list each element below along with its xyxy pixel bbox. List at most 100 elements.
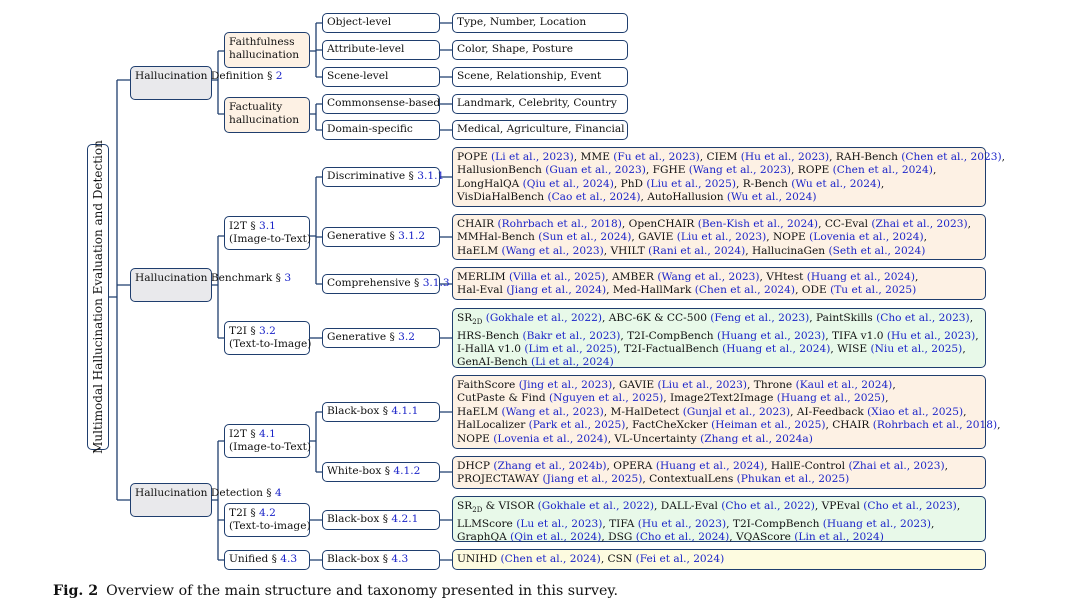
citation-link[interactable]: (Seth et al., 2024) (828, 244, 926, 257)
leaf-line: POPE (Li et al., 2023), MME (Fu et al., … (457, 151, 1005, 164)
citation-link[interactable]: (Huang et al., 2025) (776, 392, 886, 405)
citation-link[interactable]: (Ben-Kish et al., 2024) (697, 218, 819, 230)
citation-link[interactable]: (Zhang et al., 2024b) (493, 460, 607, 472)
citation-link[interactable]: (Fei et al., 2024) (635, 552, 725, 565)
citation-link[interactable]: (Tu et al., 2025) (830, 284, 917, 297)
method-name: GenAI-Bench (457, 356, 531, 369)
citation-link[interactable]: (Huang et al., 2024) (722, 342, 831, 355)
section-ref: 2 (275, 70, 283, 82)
citation-link[interactable]: (Guan et al., 2023) (545, 164, 646, 177)
method-name: , AutoHallusion (640, 191, 727, 204)
citation-link[interactable]: (Gokhale et al., 2022) (537, 500, 654, 512)
node-label: Black-box § (327, 553, 389, 566)
citation-link[interactable]: (Fu et al., 2023) (613, 151, 700, 163)
citation-link[interactable]: (Jiang et al., 2025) (542, 473, 643, 486)
caption-text: Overview of the main structure and taxon… (106, 583, 618, 599)
leaf-scene-level: Scene, Relationship, Event (452, 67, 628, 87)
citation-link[interactable]: (Zhang et al., 2024a) (700, 432, 813, 445)
citation-link[interactable]: (Chen et al., 2023) (901, 151, 1002, 163)
method-name: , OPERA (606, 460, 656, 472)
citation-link[interactable]: (Chen et al., 2024) (500, 552, 601, 565)
leaf-line: HaELM (Wang et al., 2023), VHILT (Rani e… (457, 245, 981, 258)
citation-link[interactable]: (Wang et al., 2023) (657, 271, 760, 283)
citation-link[interactable]: (Wu et al., 2024) (726, 191, 817, 204)
citation-link[interactable]: (Rohrbach et al., 2018) (497, 218, 622, 230)
citation-link[interactable]: (Huang et al., 2023) (822, 517, 932, 530)
leaf-attribute-level: Color, Shape, Posture (452, 40, 628, 60)
section-ref: 3.1 (259, 220, 276, 232)
citation-link[interactable]: (Lim et al., 2025) (524, 342, 618, 355)
node-object-level: Object-level (322, 13, 440, 33)
citation-link[interactable]: (Huang et al., 2023) (716, 329, 826, 342)
citation-link[interactable]: (Heiman et al., 2025) (711, 419, 826, 432)
node-label: Hallucination Benchmark § (135, 272, 281, 284)
citation-link[interactable]: (Kaul et al., 2024) (795, 379, 893, 391)
citation-link[interactable]: (Lovenia et al., 2024) (809, 231, 924, 244)
citation-link[interactable]: (Hu et al., 2023) (740, 151, 830, 163)
citation-link[interactable]: (Lovenia et al., 2024) (493, 432, 608, 445)
citation-link[interactable]: (Wu et al., 2024) (791, 177, 881, 190)
citation-link[interactable]: (Liu et al., 2023) (676, 231, 767, 244)
citation-link[interactable]: (Bakr et al., 2023) (522, 329, 621, 342)
node-label: Comprehensive § (327, 277, 420, 290)
citation-link[interactable]: (Qiu et al., 2024) (522, 177, 614, 190)
method-name: , ODE (795, 284, 831, 297)
node-label: Discriminative § (327, 170, 414, 183)
citation-link[interactable]: (Wang et al., 2023) (501, 405, 604, 418)
citation-link[interactable]: (Li et al., 2023) (491, 151, 574, 163)
citation-link[interactable]: (Liu et al., 2025) (646, 177, 736, 190)
method-name: , FGHE (645, 164, 689, 177)
method-name: , MME (573, 151, 614, 163)
method-name: & VISOR (482, 500, 538, 512)
citation-link[interactable]: (Chen et al., 2024) (694, 284, 796, 297)
citation-link[interactable]: (Villa et al., 2025) (509, 271, 606, 283)
node-scene-level: Scene-level (322, 67, 440, 87)
leaf-line: HaELM (Wang et al., 2023), M-HalDetect (… (457, 406, 981, 419)
citation-link[interactable]: (Rani et al., 2024) (648, 244, 746, 257)
citation-link[interactable]: (Huang et al., 2024) (806, 271, 916, 283)
citation-link[interactable]: (Lin et al., 2024) (794, 530, 884, 543)
citation-link[interactable]: (Park et al., 2025) (528, 419, 626, 432)
citation-link[interactable]: (Jing et al., 2023) (518, 379, 613, 391)
citation-link[interactable]: (Huang et al., 2024) (655, 460, 765, 472)
citation-link[interactable]: (Lu et al., 2023) (516, 517, 603, 530)
citation-link[interactable]: (Zhai et al., 2023) (848, 460, 945, 472)
citation-link[interactable]: (Sun et al., 2024) (538, 231, 632, 244)
citation-link[interactable]: (Wang et al., 2023) (688, 164, 791, 177)
citation-link[interactable]: (Niu et al., 2025) (870, 342, 963, 355)
citation-link[interactable]: (Liu et al., 2023) (657, 379, 748, 391)
citation-link[interactable]: (Feng et al., 2023) (710, 312, 810, 324)
citation-link[interactable]: (Cho et al., 2022) (721, 500, 815, 512)
leaf-commonsense-based: Landmark, Celebrity, Country (452, 94, 628, 114)
citation-link[interactable]: (Hu et al., 2023) (637, 517, 727, 530)
method-name: , (956, 500, 961, 512)
method-name: , DALL-Eval (653, 500, 722, 512)
citation-link[interactable]: (Gunjal et al., 2023) (682, 405, 791, 418)
citation-link[interactable]: (Cho et al., 2023) (876, 312, 970, 324)
node-hallucination-definition: Hallucination Definition § 2 (130, 66, 283, 100)
citation-link[interactable]: (Hu et al., 2023) (886, 329, 976, 342)
method-name: , VHtest (759, 271, 807, 283)
citation-link[interactable]: (Chen et al., 2024) (832, 164, 933, 177)
method-name: , HallE-Control (764, 460, 849, 472)
citation-link[interactable]: (Rohrbach et al., 2018) (872, 419, 998, 432)
citation-link[interactable]: (Cho et al., 2024) (635, 530, 730, 543)
subscript: 2D (472, 506, 483, 515)
citation-link[interactable]: (Cho et al., 2023) (863, 500, 957, 512)
citation-link[interactable]: (Qin et al., 2024) (510, 530, 602, 543)
leaf-line: VisDiaHalBench (Cao et al., 2024), AutoH… (457, 191, 981, 204)
method-name: , (923, 231, 928, 244)
citation-link[interactable]: (Wang et al., 2023) (501, 244, 604, 257)
leaf-black-box-i2t-detectors: FaithScore (Jing et al., 2023), GAVIE (L… (452, 375, 1001, 449)
citation-link[interactable]: (Phukan et al., 2025) (736, 473, 850, 486)
citation-link[interactable]: (Li et al., 2024) (530, 356, 614, 369)
leaf-unified-detectors: UNIHD (Chen et al., 2024), CSN (Fei et a… (452, 549, 986, 570)
citation-link[interactable]: (Jiang et al., 2024) (506, 284, 607, 297)
citation-link[interactable]: (Xiao et al., 2025) (867, 405, 964, 418)
citation-link[interactable]: (Gokhale et al., 2022) (485, 312, 603, 324)
citation-link[interactable]: (Nguyen et al., 2025) (549, 392, 664, 405)
citation-link[interactable]: (Zhai et al., 2023) (871, 218, 968, 230)
citation-link[interactable]: (Cao et al., 2024) (547, 191, 641, 204)
